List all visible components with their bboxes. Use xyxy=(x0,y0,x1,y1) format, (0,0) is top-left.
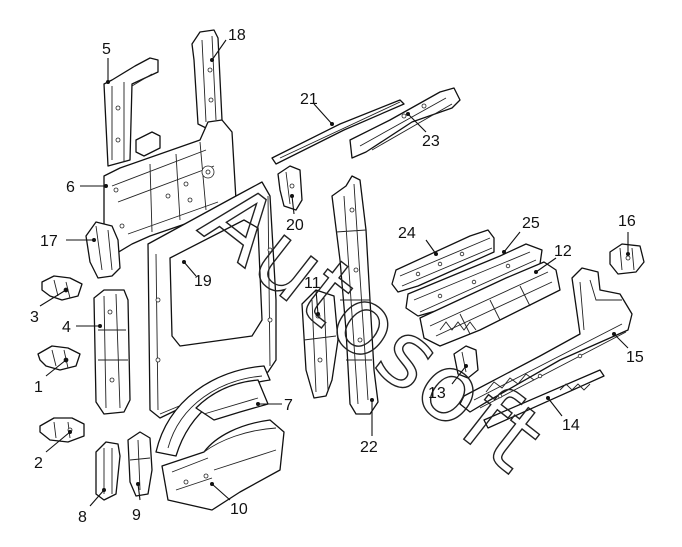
callout-label-18: 18 xyxy=(228,27,246,44)
callout-2: 2 xyxy=(34,430,72,472)
callout-label-23: 23 xyxy=(422,133,440,150)
part-18-pillar-strip xyxy=(191,29,223,129)
callout-label-19: 19 xyxy=(194,273,212,290)
callout-label-8: 8 xyxy=(78,509,87,526)
callout-label-15: 15 xyxy=(626,349,644,366)
callout-label-2: 2 xyxy=(34,455,43,472)
callout-5: 5 xyxy=(102,41,111,84)
callout-7: 7 xyxy=(256,397,293,414)
callout-label-11: 11 xyxy=(304,275,321,292)
callout-17: 17 xyxy=(40,233,96,250)
callout-label-7: 7 xyxy=(284,397,293,414)
callout-20: 20 xyxy=(286,194,304,234)
part-10-arch-panel xyxy=(161,419,285,511)
part-23-roof-rail-inner xyxy=(349,87,461,159)
callout-4: 4 xyxy=(62,319,102,336)
callout-label-4: 4 xyxy=(62,319,71,336)
callout-23: 23 xyxy=(406,112,440,150)
part-19-door-frame xyxy=(147,181,277,419)
callout-label-6: 6 xyxy=(66,179,75,196)
part-9-pillar-foot xyxy=(127,431,153,497)
part-2-small-bracket xyxy=(39,417,85,443)
callout-22: 22 xyxy=(360,398,378,456)
callout-1: 1 xyxy=(34,358,68,396)
callout-8: 8 xyxy=(78,488,106,526)
callout-15: 15 xyxy=(612,332,644,366)
callout-label-3: 3 xyxy=(30,309,39,326)
part-16-block xyxy=(609,243,645,275)
callout-label-21: 21 xyxy=(300,91,318,108)
part-3-small-bracket xyxy=(41,275,83,301)
callout-14: 14 xyxy=(546,396,580,434)
callout-label-16: 16 xyxy=(618,213,636,230)
part-14-strip xyxy=(483,369,605,429)
part-22-long-pillar xyxy=(331,175,379,415)
callout-25: 25 xyxy=(502,215,540,254)
callout-label-22: 22 xyxy=(360,439,378,456)
callout-label-17: 17 xyxy=(40,233,58,250)
callout-label-13: 13 xyxy=(428,385,446,402)
callout-13: 13 xyxy=(428,364,468,402)
part-17-bracket xyxy=(85,221,121,279)
callout-24: 24 xyxy=(398,225,438,256)
callout-16: 16 xyxy=(618,213,636,256)
callout-label-12: 12 xyxy=(554,243,572,260)
callout-label-9: 9 xyxy=(132,507,141,524)
callout-label-24: 24 xyxy=(398,225,416,242)
callout-9: 9 xyxy=(132,482,141,524)
callout-label-14: 14 xyxy=(562,417,580,434)
callout-12: 12 xyxy=(534,243,572,274)
part-11-pillar-panel xyxy=(301,289,339,399)
callout-21: 21 xyxy=(300,91,334,126)
part-4-lower-pillar xyxy=(93,289,131,415)
callout-label-20: 20 xyxy=(286,217,304,234)
part-5-pillar-upper xyxy=(103,57,159,167)
callout-19: 19 xyxy=(182,260,212,290)
part-13-bracket xyxy=(453,345,479,379)
callout-6: 6 xyxy=(66,179,108,196)
callout-label-10: 10 xyxy=(230,501,248,518)
part-1-small-bracket xyxy=(37,345,81,371)
callout-label-1: 1 xyxy=(34,379,43,396)
callout-11: 11 xyxy=(304,275,321,316)
callout-10: 10 xyxy=(210,482,248,518)
callout-3: 3 xyxy=(30,288,68,326)
part-12-sill-assembly xyxy=(419,261,561,347)
part-8-pillar-foot xyxy=(95,441,121,501)
part-20-bracket xyxy=(277,165,303,211)
callout-label-5: 5 xyxy=(102,41,111,58)
part-15-sill-outer xyxy=(459,267,633,413)
part-7-wheel-arch xyxy=(155,365,271,457)
part-21-roof-rail xyxy=(271,99,405,165)
callout-label-25: 25 xyxy=(522,215,540,232)
callout-18: 18 xyxy=(210,27,246,62)
part-24-rail xyxy=(391,229,495,293)
